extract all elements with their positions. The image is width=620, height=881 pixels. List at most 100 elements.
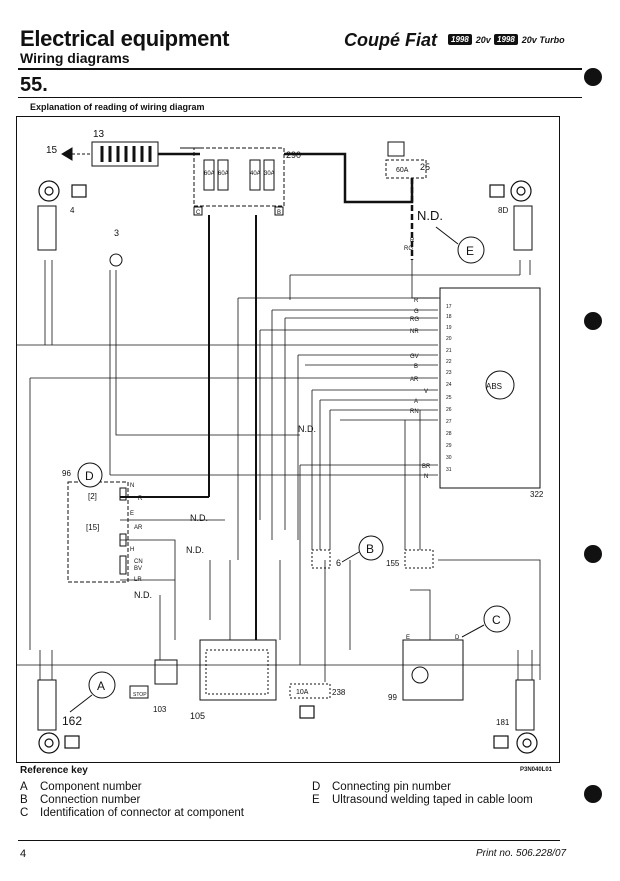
nd-label: N.D. bbox=[190, 513, 208, 523]
label-13: 13 bbox=[93, 129, 105, 140]
wire-code: CN bbox=[134, 559, 143, 565]
fuse-label: 60A bbox=[218, 171, 229, 177]
brand-name: Coupé Fiat bbox=[344, 30, 437, 50]
conn-letter: H bbox=[130, 547, 134, 553]
wire-code: R bbox=[138, 496, 143, 502]
model-badge-1: 1998 20v bbox=[448, 34, 491, 45]
pin-box: [2] bbox=[88, 492, 97, 501]
component-103 bbox=[154, 659, 178, 685]
component-238 bbox=[289, 683, 331, 699]
conn-letter: E bbox=[406, 635, 410, 641]
diagram-frame bbox=[16, 116, 560, 763]
label-290: 290 bbox=[286, 150, 301, 160]
reference-key: B bbox=[20, 794, 28, 806]
wire-code: A bbox=[414, 399, 418, 405]
label-162: 162 bbox=[62, 714, 82, 728]
callout-a-letter: A bbox=[97, 679, 105, 693]
label-96: 96 bbox=[62, 469, 71, 478]
reference-item: D Connecting pin number bbox=[312, 781, 533, 794]
conn-letter: E bbox=[130, 511, 134, 517]
reference-key-heading: Reference key bbox=[20, 765, 88, 776]
label-99: 99 bbox=[388, 693, 397, 702]
wire-code: AR bbox=[134, 525, 143, 531]
pin-number: 26 bbox=[446, 407, 452, 413]
label-3: 3 bbox=[114, 228, 119, 238]
wire-code: RG bbox=[410, 317, 419, 323]
fuse-label: 60A bbox=[204, 171, 215, 177]
ground-arrow-icon bbox=[61, 147, 73, 161]
conn-letter: B bbox=[277, 210, 281, 216]
reference-key: A bbox=[20, 781, 28, 793]
footer-rule bbox=[18, 840, 560, 841]
component-3 bbox=[109, 253, 123, 267]
pin-number: 29 bbox=[446, 443, 452, 449]
abs-module-322 bbox=[439, 287, 541, 489]
label-8d: 8D bbox=[498, 206, 508, 215]
pin-box: [15] bbox=[86, 523, 99, 532]
binder-hole bbox=[584, 785, 602, 803]
abs-label: ABS bbox=[486, 382, 502, 391]
stop-label: STOP bbox=[133, 692, 147, 698]
wire-code: G bbox=[414, 309, 419, 315]
reference-key: E bbox=[312, 794, 320, 806]
reference-text: Component number bbox=[40, 781, 142, 793]
year-box: 1998 bbox=[448, 34, 472, 45]
pin-number: 17 bbox=[446, 304, 452, 310]
pin-number: 31 bbox=[446, 467, 452, 473]
callout-c-letter: C bbox=[492, 613, 501, 627]
year-box: 1998 bbox=[494, 34, 518, 45]
component-8D bbox=[513, 205, 533, 251]
component-25-icon bbox=[387, 141, 405, 157]
reference-key: D bbox=[312, 781, 321, 793]
pin-number: 19 bbox=[446, 325, 452, 331]
label-15: 15 bbox=[46, 145, 58, 156]
pin-number: 21 bbox=[446, 348, 452, 354]
conn-letter: C bbox=[196, 210, 201, 216]
ground-symbol-icon bbox=[510, 180, 532, 202]
fuse-25-label: 60A bbox=[396, 167, 409, 174]
component-162 bbox=[37, 679, 57, 731]
wire-code: RG bbox=[404, 246, 413, 252]
wire-code: R bbox=[414, 298, 419, 304]
wire-code: LR bbox=[134, 577, 142, 583]
reference-text: Identification of connector at component bbox=[40, 807, 244, 819]
model-label: 20v Turbo bbox=[521, 34, 565, 45]
wire-code: NR bbox=[410, 329, 419, 335]
wire-code: GV bbox=[410, 354, 419, 360]
wire-code: B bbox=[414, 364, 418, 370]
pin-number: 18 bbox=[446, 314, 452, 320]
reference-key: C bbox=[20, 807, 29, 819]
nd-label: N.D. bbox=[298, 424, 316, 434]
binder-hole bbox=[584, 545, 602, 563]
wire-code: AR bbox=[410, 377, 419, 383]
binder-hole bbox=[584, 312, 602, 330]
label-6: 6 bbox=[336, 558, 341, 568]
label-238: 238 bbox=[332, 688, 346, 697]
callout-a bbox=[88, 671, 116, 699]
fuse-label: 40A bbox=[250, 171, 261, 177]
pin-number: 28 bbox=[446, 431, 452, 437]
callout-c bbox=[483, 605, 511, 633]
callout-e bbox=[457, 236, 485, 264]
component-105 bbox=[199, 639, 277, 701]
reference-text: Connecting pin number bbox=[332, 781, 451, 793]
callout-d-letter: D bbox=[85, 469, 94, 483]
wire-code: BR bbox=[422, 464, 431, 470]
header-rule bbox=[18, 68, 582, 70]
reference-item: A Component number bbox=[20, 781, 244, 794]
nd-label: N.D. bbox=[417, 208, 443, 223]
fuse-238-label: 10A bbox=[296, 689, 309, 696]
section-number: 55. bbox=[20, 74, 48, 96]
wire-code: N bbox=[424, 474, 428, 480]
diagram-code: P3N040L01 bbox=[520, 767, 553, 773]
ground-symbol-icon bbox=[38, 180, 60, 202]
label-322: 322 bbox=[530, 490, 544, 499]
component-181 bbox=[515, 679, 535, 731]
page-number: 4 bbox=[20, 848, 27, 860]
reference-text: Connection number bbox=[40, 794, 141, 806]
diagram-caption: Explanation of reading of wiring diagram bbox=[30, 102, 205, 112]
callout-d bbox=[77, 462, 103, 488]
component-99 bbox=[402, 639, 464, 701]
